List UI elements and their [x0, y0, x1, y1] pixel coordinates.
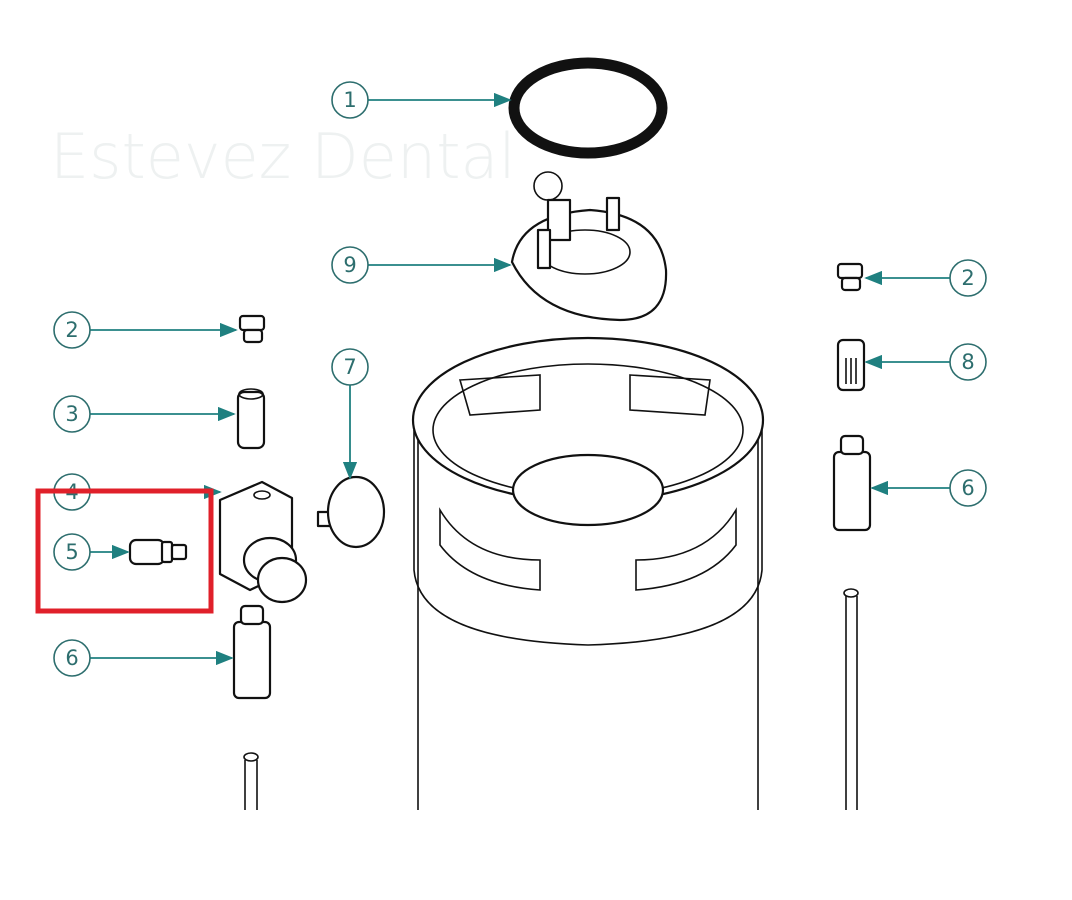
callout-label: 5 [65, 540, 78, 564]
callout-8: 8 [864, 343, 987, 381]
callout-label: 6 [65, 646, 78, 670]
part-valve-insert [236, 388, 266, 450]
callout-label: 1 [343, 88, 356, 112]
callout-3: 3 [53, 395, 236, 433]
callout-2-right: 2 [864, 259, 987, 297]
part-o-ring [508, 57, 668, 159]
part-connector [128, 538, 188, 566]
callout-label: 8 [961, 350, 974, 374]
callout-2-left: 2 [53, 311, 238, 349]
part-nut-left [238, 314, 266, 344]
callout-label: 3 [65, 402, 78, 426]
highlight-box [35, 488, 214, 614]
callout-1: 1 [331, 81, 512, 119]
callout-7: 7 [331, 348, 369, 480]
part-nut-right [836, 262, 864, 292]
callout-label: 2 [65, 318, 78, 342]
callout-label: 2 [961, 266, 974, 290]
part-filter [836, 338, 866, 392]
callout-5: 5 [53, 533, 130, 571]
callout-label: 9 [343, 253, 356, 277]
part-knob [316, 475, 386, 549]
callout-6-right: 6 [870, 469, 987, 507]
part-main-bowl [411, 336, 765, 810]
part-tube-right [832, 434, 872, 810]
watermark: Estevez Dental [50, 120, 516, 193]
part-lid [510, 171, 668, 322]
callout-label: 6 [961, 476, 974, 500]
callout-label: 7 [343, 355, 356, 379]
part-tube-left [232, 604, 272, 810]
part-block-fitting [218, 480, 308, 604]
callout-6-left: 6 [53, 639, 234, 677]
callout-9: 9 [331, 246, 512, 284]
